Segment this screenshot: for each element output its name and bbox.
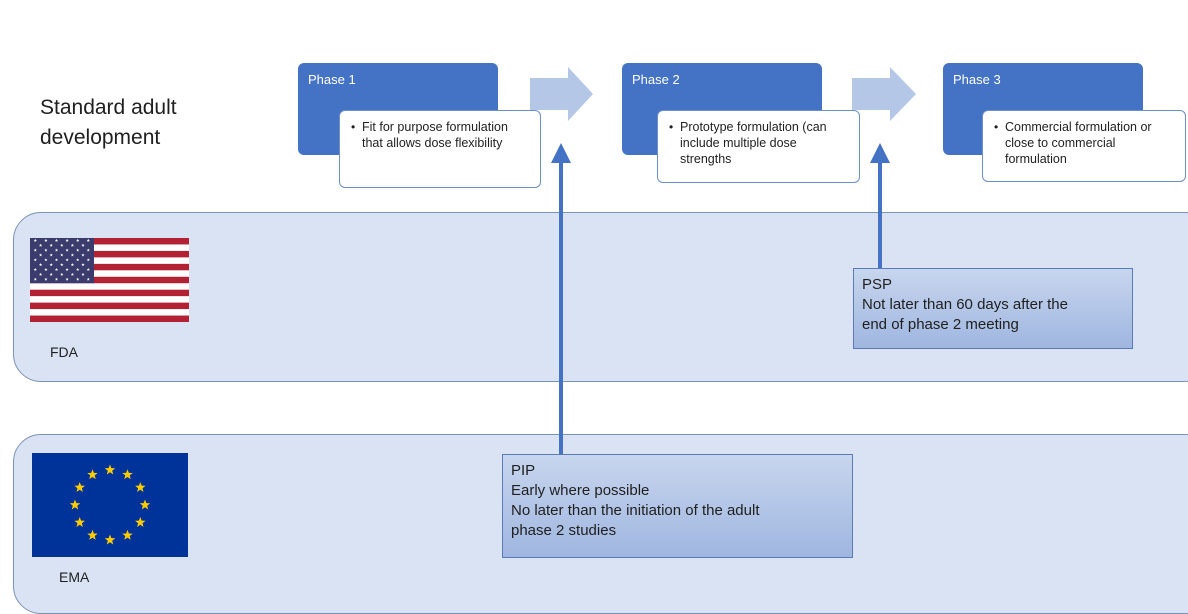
us-star-icon: [70, 243, 75, 247]
us-star-icon: [70, 263, 75, 267]
us-star-icon: [86, 248, 90, 252]
us-star-icon: [38, 253, 43, 257]
us-star-icon: [44, 238, 48, 242]
us-star-icon: [38, 263, 43, 267]
us-star-icon: [44, 248, 48, 252]
phase-3-card: • Commercial formulation or close to com…: [982, 110, 1186, 182]
us-star-icon: [65, 238, 69, 242]
us-star-icon: [54, 248, 59, 252]
psp-line-1: Not later than 60 days after the: [862, 296, 1068, 313]
us-star-icon: [86, 267, 90, 271]
psp-arrowhead-icon: [870, 143, 890, 163]
us-star-icon: [76, 238, 80, 242]
us-star-icon: [81, 272, 85, 276]
page-title: Standard adult development: [40, 96, 177, 149]
eu-star-icon: [69, 499, 81, 510]
bullet-icon: •: [669, 120, 674, 134]
us-star-icon: [65, 277, 69, 281]
us-star-icon: [49, 263, 53, 267]
us-star-icon: [44, 277, 48, 281]
bullet-icon: •: [994, 120, 999, 134]
us-star-icon: [81, 263, 85, 267]
us-star-icon: [44, 267, 48, 271]
phase-2-card: • Prototype formulation (can include mul…: [657, 110, 860, 183]
phase-2-to-3-arrow-icon: [852, 67, 916, 121]
eu-star-icon: [122, 529, 133, 540]
us-star-icon: [60, 263, 64, 267]
psp-callout: PSP Not later than 60 days after the end…: [853, 268, 1133, 349]
us-star-icon: [70, 272, 75, 276]
eu-flag-icon: [32, 453, 188, 557]
us-star-icon: [54, 267, 59, 271]
us-star-icon: [54, 238, 59, 242]
ema-label: EMA: [59, 569, 90, 585]
us-star-icon: [33, 248, 37, 252]
phase-1-to-2-arrow-icon: [530, 67, 593, 121]
us-star-icon: [81, 253, 85, 257]
us-star-icon: [76, 248, 80, 252]
psp-title: PSP: [862, 276, 893, 293]
us-star-icon: [44, 258, 48, 262]
phase-1-card: • Fit for purpose formulation that allow…: [339, 110, 541, 188]
pip-line-3: phase 2 studies: [511, 522, 617, 539]
us-flag-icon: [30, 238, 189, 322]
eu-star-icon: [74, 482, 85, 492]
pip-callout: PIP Early where possible No later than t…: [502, 454, 853, 558]
eu-star-icon: [104, 534, 116, 545]
us-star-icon: [70, 253, 75, 257]
phase-1-description: Fit for purpose formulation that allows …: [362, 120, 508, 150]
phase-1-label: Phase 1: [308, 72, 356, 87]
us-star-icon: [49, 243, 53, 247]
eu-star-icon: [135, 482, 146, 492]
us-star-icon: [76, 258, 80, 262]
us-star-icon: [86, 238, 90, 242]
arrows-layer: [530, 67, 916, 454]
us-star-icon: [86, 258, 90, 262]
us-star-icon: [76, 267, 80, 271]
us-star-icon: [54, 277, 59, 281]
phase-3-label: Phase 3: [953, 72, 1001, 87]
eu-star-icon: [74, 517, 85, 527]
us-star-icon: [33, 267, 37, 271]
pip-line-1: Early where possible: [511, 482, 650, 499]
us-star-icon: [38, 272, 43, 276]
us-star-icon: [49, 272, 53, 276]
us-star-icon: [65, 248, 69, 252]
us-star-icon: [86, 277, 90, 281]
phase-2-description: Prototype formulation (can include multi…: [680, 120, 827, 166]
fda-label: FDA: [50, 344, 78, 360]
bullet-icon: •: [351, 120, 356, 134]
eu-star-icon: [104, 464, 116, 475]
us-star-icon: [65, 258, 69, 262]
us-star-icon: [33, 238, 37, 242]
phase-3-description: Commercial formulation or close to comme…: [1005, 120, 1152, 166]
us-star-icon: [33, 258, 37, 262]
us-star-icon: [76, 277, 80, 281]
us-star-icon: [49, 253, 53, 257]
eu-star-icon: [122, 469, 133, 480]
pip-line-2: No later than the initiation of the adul…: [511, 502, 760, 519]
us-star-icon: [60, 243, 64, 247]
us-star-icon: [33, 277, 37, 281]
psp-line-2: end of phase 2 meeting: [862, 316, 1019, 333]
eu-star-icon: [87, 529, 98, 540]
us-star-icon: [65, 267, 69, 271]
us-star-icon: [60, 253, 64, 257]
eu-star-icon: [135, 517, 146, 527]
phase-2-label: Phase 2: [632, 72, 680, 87]
us-star-icon: [60, 272, 64, 276]
eu-star-icon: [139, 499, 151, 510]
us-star-icon: [81, 243, 85, 247]
us-star-icon: [54, 258, 59, 262]
eu-star-icon: [87, 469, 98, 480]
us-star-icon: [38, 243, 43, 247]
pip-title: PIP: [511, 462, 536, 479]
pip-arrowhead-icon: [551, 143, 571, 163]
